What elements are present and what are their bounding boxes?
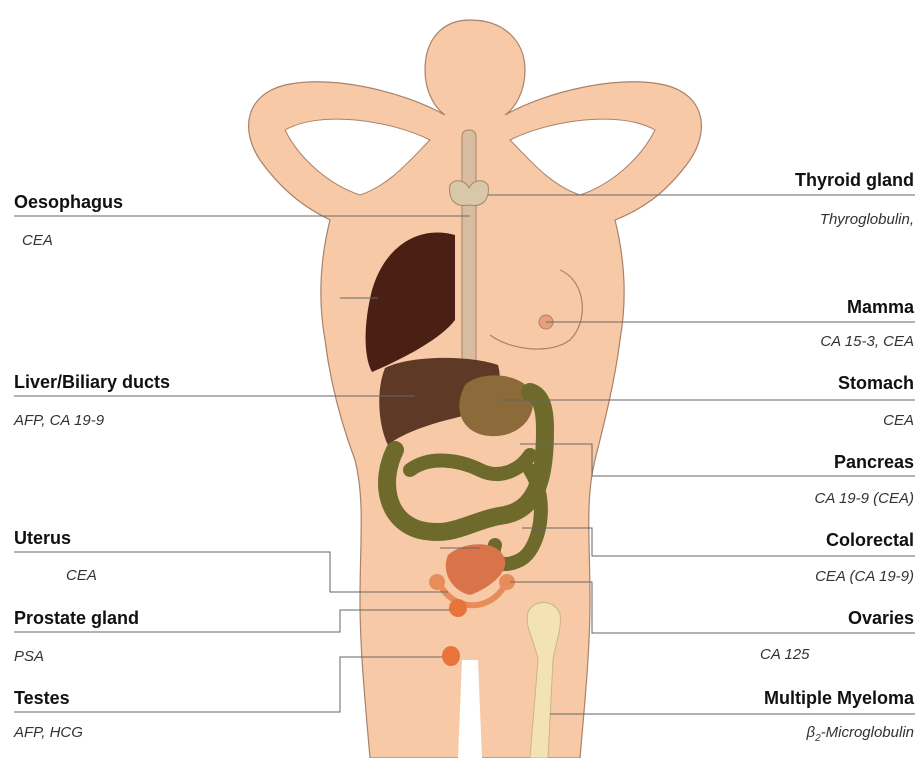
label-oesophagus: Oesophagus: [14, 192, 123, 213]
trachea-oesophagus: [462, 130, 476, 390]
marker-uterus: CEA: [66, 567, 97, 584]
leg-gap: [458, 660, 482, 758]
marker-myeloma-suffix: -Microglobulin: [821, 724, 914, 741]
marker-pancreas: CA 19-9 (CEA): [815, 490, 914, 507]
marker-testes: AFP, HCG: [14, 724, 83, 741]
marker-oesophagus: CEA: [22, 232, 53, 249]
marker-stomach: CEA: [883, 412, 914, 429]
label-mamma: Mamma: [847, 297, 914, 318]
prostate-gland: [449, 599, 467, 617]
label-ovaries: Ovaries: [848, 608, 914, 629]
label-thyroid-gland: Thyroid gland: [795, 170, 914, 191]
marker-mamma: CA 15-3, CEA: [820, 333, 914, 350]
marker-thyroid-gland: Thyroglobulin,: [820, 211, 914, 228]
label-stomach: Stomach: [838, 373, 914, 394]
marker-multiple-myeloma: β2-Microglobulin: [806, 724, 914, 744]
ovary-left: [429, 574, 445, 590]
label-colorectal: Colorectal: [826, 530, 914, 551]
marker-liver-biliary: AFP, CA 19-9: [14, 412, 104, 429]
testis: [442, 646, 460, 666]
marker-myeloma-beta: β: [806, 724, 815, 741]
marker-colorectal: CEA (CA 19-9): [815, 568, 914, 585]
label-pancreas: Pancreas: [834, 452, 914, 473]
marker-prostate-gland: PSA: [14, 648, 44, 665]
label-multiple-myeloma: Multiple Myeloma: [764, 688, 914, 709]
label-uterus: Uterus: [14, 528, 71, 549]
label-prostate-gland: Prostate gland: [14, 608, 139, 629]
label-liver-biliary: Liver/Biliary ducts: [14, 372, 170, 393]
label-testes: Testes: [14, 688, 70, 709]
marker-ovaries: CA 125: [760, 646, 809, 663]
